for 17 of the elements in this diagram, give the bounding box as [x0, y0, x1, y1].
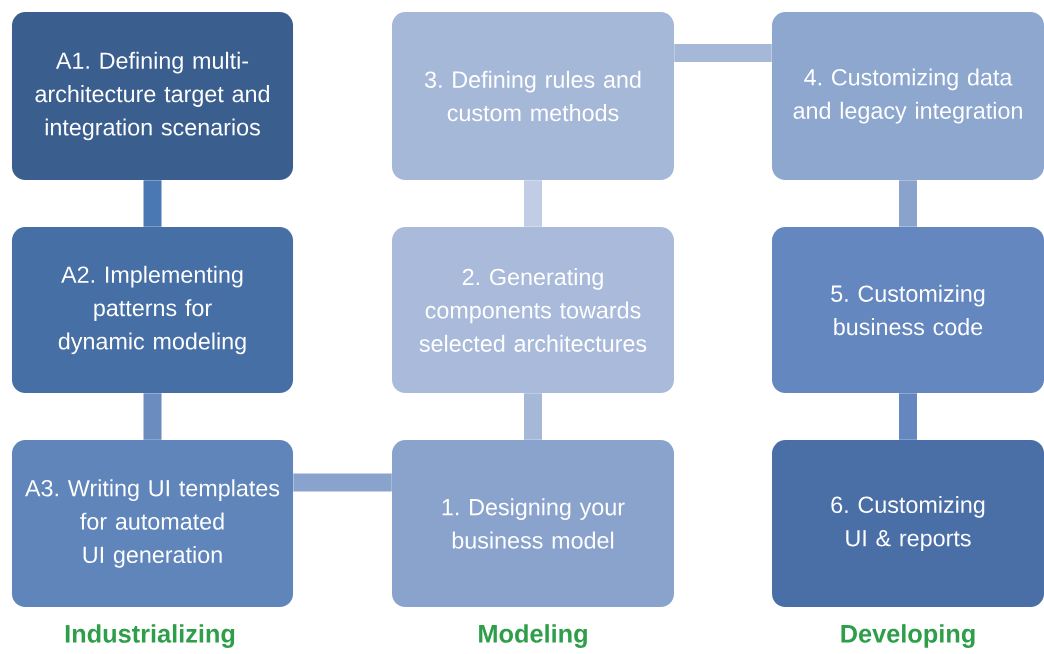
process-box: 1. Designing your business model [392, 440, 674, 607]
connector-bar [899, 393, 917, 440]
process-box: 4. Customizing data and legacy integration [772, 12, 1044, 180]
process-box: A2. Implementing patterns for dynamic modeling [11, 227, 294, 393]
connector-bar [524, 393, 542, 440]
process-box: 2. Generating components towards selected architectures [392, 227, 674, 393]
process-box: 3. Defining rules and custom methods [392, 12, 674, 180]
connector-bar [143, 393, 162, 440]
connector-bar [293, 473, 392, 492]
process-box: 5. Customizing business code [772, 227, 1044, 393]
connector-bar [899, 180, 917, 227]
connector-bar [674, 44, 772, 63]
connector-bar [524, 180, 542, 227]
process-box: 6. Customizing UI & reports [772, 440, 1044, 607]
process-box: A1. Defining multi-architecture target and integration scenarios [11, 12, 294, 180]
connector-bar [143, 180, 162, 227]
process-box: A3. Writing UI templates for automated UI generation [11, 440, 294, 607]
